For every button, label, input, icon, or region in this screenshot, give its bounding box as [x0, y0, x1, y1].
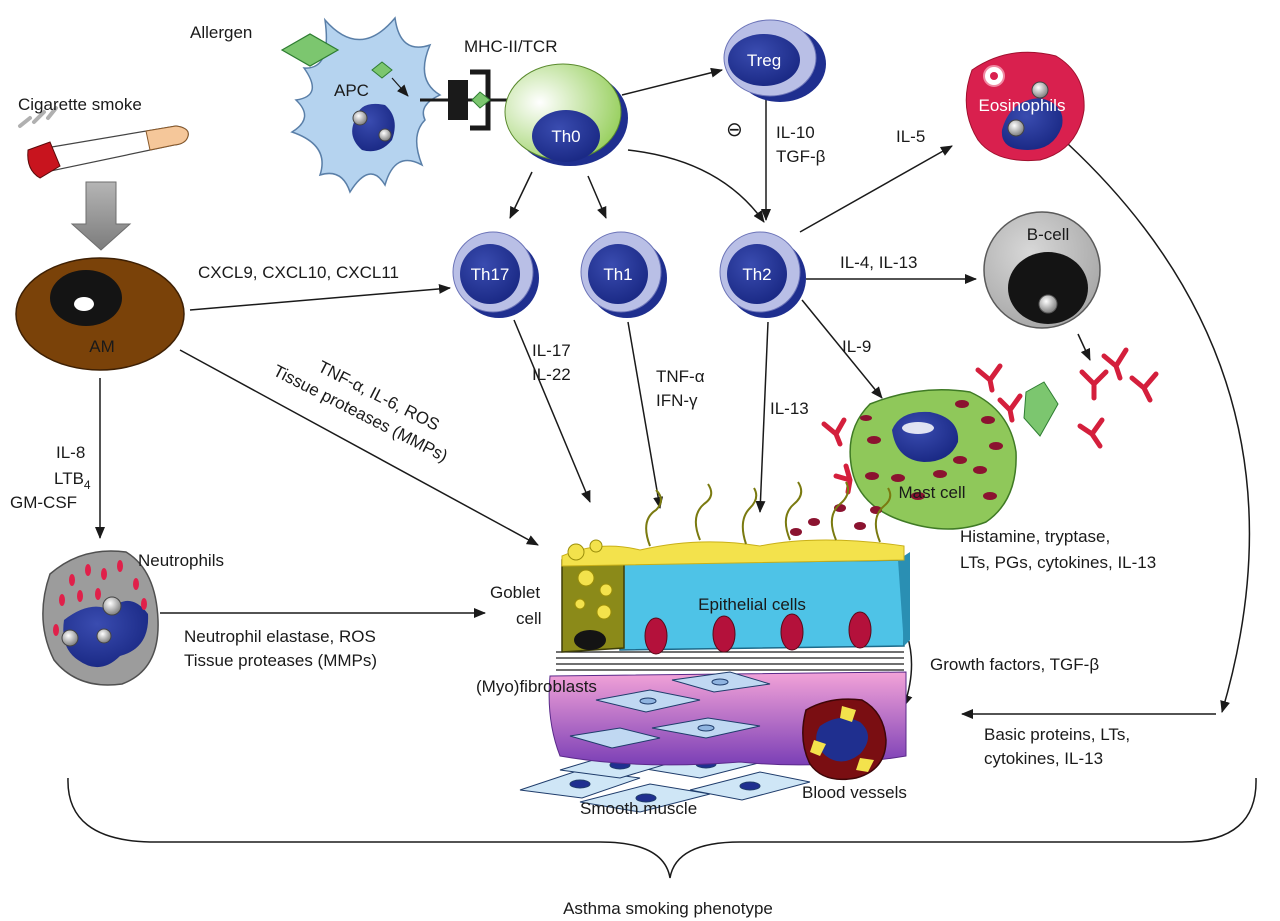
eos-mediators-line1: Basic proteins, LTs,	[984, 725, 1130, 744]
arrow-th0-th2	[627, 149, 765, 223]
il4-il13-label: IL-4, IL-13	[840, 253, 918, 272]
arrow-eosinophils-basic-proteins	[1067, 143, 1251, 713]
th0-cell: Th0	[504, 63, 628, 166]
goblet-label-line2: cell	[516, 609, 542, 628]
mhc-tcr-synapse: MHC-II/TCR	[420, 37, 557, 131]
am-label: AM	[89, 337, 115, 356]
cilia	[645, 481, 892, 547]
antibody-icon	[1129, 371, 1159, 403]
arrow-th0-treg	[621, 67, 723, 96]
cigarette-icon	[18, 106, 189, 179]
il9-label: IL-9	[842, 337, 871, 356]
ltb4-label: LTB4	[54, 469, 91, 492]
il8-label: IL-8	[56, 443, 85, 462]
il17-label: IL-17	[532, 341, 571, 360]
neutrophil-mediators-line1: Neutrophil elastase, ROS	[184, 627, 376, 646]
apc-label: APC	[334, 81, 369, 100]
antibodies	[821, 347, 1159, 495]
basement-membrane	[556, 651, 904, 671]
th2-label: Th2	[742, 265, 771, 284]
cigarette-smoke-label: Cigarette smoke	[18, 95, 142, 114]
blood-vessels-label: Blood vessels	[802, 783, 907, 802]
treg-cell: Treg	[723, 19, 826, 102]
tgfb-label-treg: TGF-β	[776, 147, 826, 166]
arrow-th2-epithelium	[755, 321, 769, 513]
phenotype-label: Asthma smoking phenotype	[563, 899, 773, 918]
th1-cell: Th1	[580, 231, 667, 318]
eosinophils-label: Eosinophils	[979, 96, 1066, 115]
arrow-th0-th17	[509, 171, 533, 219]
phenotype-brace	[67, 777, 1257, 879]
smoke-exposure-arrow-icon	[70, 181, 132, 251]
antibody-icon	[1101, 347, 1129, 381]
antibody-icon	[1077, 417, 1105, 449]
arrow-th2-eosinophils	[799, 145, 953, 233]
am-mediators: TNF-α, IL-6, ROS Tissue proteases (MMPs)	[270, 357, 451, 466]
arrow-am-epithelium	[179, 349, 539, 546]
gmcsf-label: GM-CSF	[10, 493, 77, 512]
eos-mediators-line2: cytokines, IL-13	[984, 749, 1103, 768]
cxcl-label: CXCL9, CXCL10, CXCL11	[198, 263, 399, 282]
airway-tissue	[519, 481, 910, 813]
antigen-peptide-icon	[471, 91, 491, 109]
inhibit-symbol: ⊖	[726, 119, 743, 141]
treg-label: Treg	[747, 51, 781, 70]
mhc-tcr-label: MHC-II/TCR	[464, 37, 557, 56]
apc-cell: APC	[290, 16, 442, 194]
neutrophils-label: Neutrophils	[138, 551, 224, 570]
antibody-icon	[975, 363, 1003, 393]
bcell-label: B-cell	[1027, 225, 1070, 244]
antibody-icon	[1079, 369, 1109, 401]
arrow-bcell-antibodies	[1077, 333, 1091, 361]
myofibroblasts-label: (Myo)fibroblasts	[476, 677, 597, 696]
epithelial-label: Epithelial cells	[698, 595, 806, 614]
mast-mediators-line1: Histamine, tryptase,	[960, 527, 1110, 546]
allergen-icon	[1023, 381, 1059, 437]
goblet-label-line1: Goblet	[490, 583, 540, 602]
th17-cell: Th17	[452, 231, 539, 318]
th17-label: Th17	[471, 265, 510, 284]
th2-cell: Th2	[719, 231, 806, 318]
ltb4-subscript: 4	[84, 478, 91, 492]
allergen-fragment-icon	[371, 61, 393, 79]
il5-label: IL-5	[896, 127, 925, 146]
neutrophil-mediators-line2: Tissue proteases (MMPs)	[184, 651, 377, 670]
growth-factors-label: Growth factors, TGF-β	[930, 655, 1099, 674]
antibody-icon	[997, 393, 1023, 423]
smooth-muscle-label: Smooth muscle	[580, 799, 697, 818]
arrow-am-th17	[189, 283, 451, 311]
mast-cell: Mast cell	[790, 388, 1017, 536]
arrow-th2-mastcell	[801, 299, 883, 399]
il13-label-th2: IL-13	[770, 399, 809, 418]
ifng-label: IFN-γ	[656, 391, 698, 410]
arrow-th0-th1	[587, 175, 607, 219]
mast-mediators-line2: LTs, PGs, cytokines, IL-13	[960, 553, 1156, 572]
mast-cell-label: Mast cell	[898, 483, 965, 502]
il22-label: IL-22	[532, 365, 571, 384]
neutrophil-cell	[42, 550, 159, 686]
arrows	[95, 67, 1251, 719]
allergen-icon	[280, 33, 340, 67]
antibody-icon	[821, 417, 847, 447]
allergen-label: Allergen	[190, 23, 252, 42]
il10-label: IL-10	[776, 123, 815, 142]
th0-label: Th0	[551, 127, 580, 146]
b-cell: B-cell	[983, 211, 1101, 329]
arrow-th17-epithelium	[513, 319, 591, 503]
arrow-th1-epithelium	[627, 321, 664, 509]
alveolar-macrophage-cell: AM	[15, 257, 185, 371]
tnfa-label-th1: TNF-α	[656, 367, 705, 386]
eosinophil-cell: Eosinophils	[965, 51, 1085, 162]
fibroblast-cells	[569, 671, 771, 749]
mucus-layer	[561, 539, 905, 567]
th1-label: Th1	[603, 265, 632, 284]
blood-vessel	[802, 698, 887, 781]
